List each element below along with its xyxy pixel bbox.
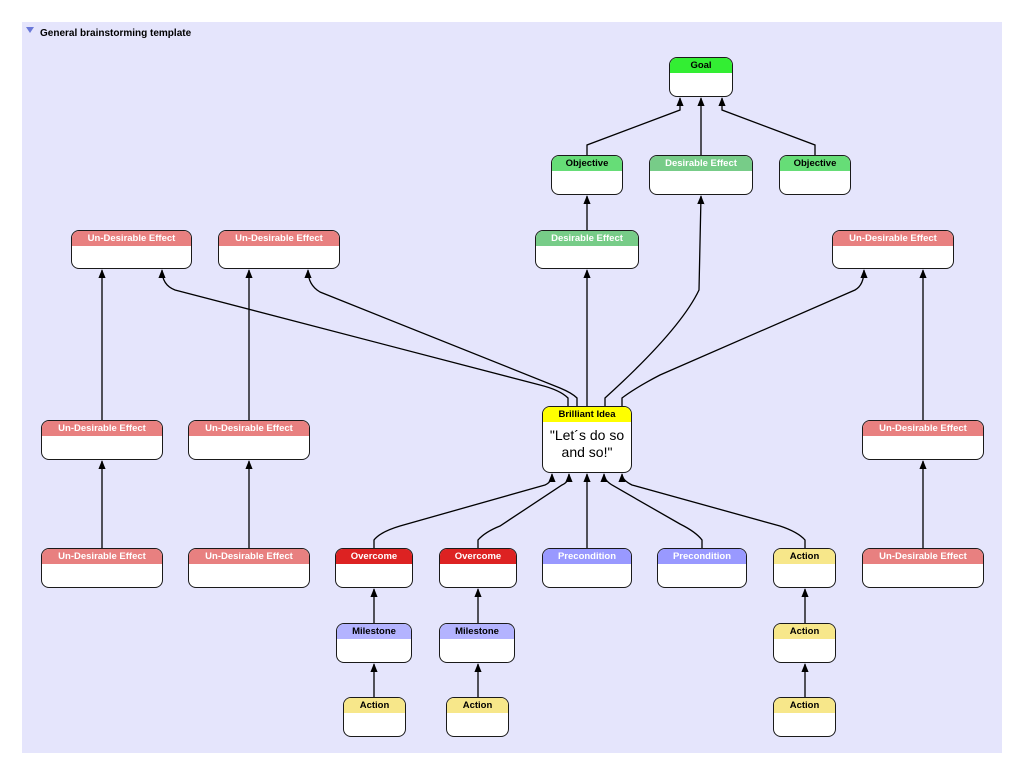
edge-idea-to-ude3[interactable] [621, 269, 868, 406]
node-header-label: Milestone [337, 624, 411, 639]
node-undesirable[interactable]: Un-Desirable Effect [41, 548, 163, 588]
node-body[interactable] [543, 564, 631, 568]
node-header-label: Precondition [543, 549, 631, 564]
collapse-triangle-icon[interactable] [26, 27, 34, 33]
node-undesirable[interactable]: Un-Desirable Effect [862, 548, 984, 588]
node-body[interactable] [219, 246, 339, 250]
node-body[interactable] [774, 713, 835, 717]
node-body[interactable] [336, 564, 412, 568]
node-precondition[interactable]: Precondition [657, 548, 747, 588]
node-header-label: Action [344, 698, 405, 713]
node-action[interactable]: Action [446, 697, 509, 737]
edge-idea-to-ude2[interactable] [304, 269, 578, 406]
node-header-label: Action [447, 698, 508, 713]
node-body[interactable] [780, 171, 850, 175]
node-undesirable[interactable]: Un-Desirable Effect [188, 420, 310, 460]
node-body[interactable]: "Let´s do so and so!" [549, 427, 625, 460]
node-undesirable[interactable]: Un-Desirable Effect [832, 230, 954, 269]
node-header-label: Un-Desirable Effect [42, 421, 162, 436]
node-header-label: Un-Desirable Effect [863, 421, 983, 436]
node-action[interactable]: Action [343, 697, 406, 737]
node-body[interactable] [189, 564, 309, 568]
node-action[interactable]: Action [773, 697, 836, 737]
node-header-label: Overcome [336, 549, 412, 564]
node-header-label: Action [774, 549, 835, 564]
edge-idea-to-ude1[interactable] [158, 269, 569, 406]
edge-idea-to-de_top[interactable] [604, 195, 705, 406]
node-overcome[interactable]: Overcome [439, 548, 517, 588]
node-header-label: Brilliant Idea [543, 407, 631, 422]
node-body[interactable] [337, 639, 411, 643]
node-header-label: Un-Desirable Effect [189, 421, 309, 436]
node-body[interactable] [440, 564, 516, 568]
node-header-label: Objective [552, 156, 622, 171]
node-body[interactable] [650, 171, 752, 175]
node-undesirable[interactable]: Un-Desirable Effect [188, 548, 310, 588]
node-header-label: Action [774, 624, 835, 639]
diagram-header: General brainstorming template [26, 25, 191, 41]
node-header-label: Un-Desirable Effect [833, 231, 953, 246]
node-header-label: Action [774, 698, 835, 713]
node-body[interactable] [774, 639, 835, 643]
edge-over2-to-idea[interactable] [477, 473, 573, 548]
node-overcome[interactable]: Overcome [335, 548, 413, 588]
node-body[interactable] [344, 713, 405, 717]
node-body[interactable] [863, 564, 983, 568]
node-desirable[interactable]: Desirable Effect [535, 230, 639, 269]
node-body[interactable] [440, 639, 514, 643]
node-header-label: Un-Desirable Effect [219, 231, 339, 246]
node-body[interactable] [552, 171, 622, 175]
node-header-label: Un-Desirable Effect [189, 549, 309, 564]
diagram-title: General brainstorming template [40, 27, 192, 39]
node-body[interactable] [833, 246, 953, 250]
node-header-label: Precondition [658, 549, 746, 564]
node-undesirable[interactable]: Un-Desirable Effect [71, 230, 192, 269]
node-precondition[interactable]: Precondition [542, 548, 632, 588]
edge-pre2-to-idea[interactable] [600, 473, 703, 548]
node-header-label: Un-Desirable Effect [863, 549, 983, 564]
edge-act_r1-to-idea[interactable] [618, 473, 806, 548]
node-objective[interactable]: Objective [779, 155, 851, 195]
node-header-label: Desirable Effect [650, 156, 752, 171]
node-header-label: Milestone [440, 624, 514, 639]
node-undesirable[interactable]: Un-Desirable Effect [218, 230, 340, 269]
edge-over1-to-idea[interactable] [373, 473, 556, 548]
node-goal[interactable]: Goal [669, 57, 733, 97]
node-header-label: Objective [780, 156, 850, 171]
node-header-label: Goal [670, 58, 732, 73]
edge-obj2-to-goal[interactable] [718, 97, 816, 155]
node-action[interactable]: Action [773, 623, 836, 663]
node-desirable[interactable]: Desirable Effect [649, 155, 753, 195]
node-body[interactable] [670, 73, 732, 77]
node-body[interactable] [658, 564, 746, 568]
edge-obj1-to-goal[interactable] [586, 97, 684, 155]
node-milestone[interactable]: Milestone [336, 623, 412, 663]
node-body[interactable] [42, 436, 162, 440]
node-body[interactable] [189, 436, 309, 440]
node-undesirable[interactable]: Un-Desirable Effect [41, 420, 163, 460]
node-header-label: Desirable Effect [536, 231, 638, 246]
node-body[interactable] [72, 246, 191, 250]
node-body[interactable] [863, 436, 983, 440]
node-body[interactable] [536, 246, 638, 250]
node-header-label: Un-Desirable Effect [42, 549, 162, 564]
node-brilliant[interactable]: Brilliant Idea "Let´s do so and so!" [542, 406, 632, 473]
node-body[interactable] [774, 564, 835, 568]
node-objective[interactable]: Objective [551, 155, 623, 195]
node-header-label: Overcome [440, 549, 516, 564]
node-milestone[interactable]: Milestone [439, 623, 515, 663]
node-undesirable[interactable]: Un-Desirable Effect [862, 420, 984, 460]
node-header-label: Un-Desirable Effect [72, 231, 191, 246]
node-action[interactable]: Action [773, 548, 836, 588]
node-body[interactable] [42, 564, 162, 568]
node-body[interactable] [447, 713, 508, 717]
